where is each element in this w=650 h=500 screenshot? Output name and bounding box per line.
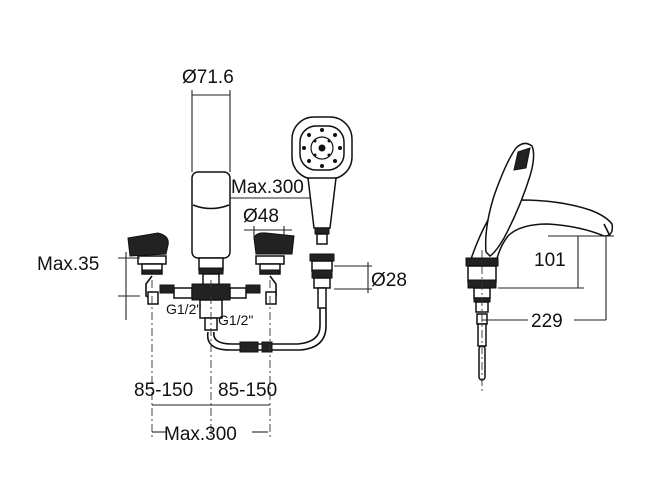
max-height-label: Max.300: [231, 177, 304, 198]
thread-left-label: G1/2": [166, 301, 201, 317]
hose-diameter-dimension: Ø28: [334, 262, 407, 293]
spacing-left-label: 85-150: [134, 380, 193, 401]
spout-reach-dimension: 229: [482, 236, 607, 332]
spout-reach-label: 229: [531, 311, 563, 332]
spout-height-label: 101: [534, 250, 566, 271]
spacing-right-label: 85-150: [218, 380, 277, 401]
max-deck-label: Max.35: [37, 254, 99, 275]
right-handle: [253, 232, 295, 275]
max-width-label: Max.300: [164, 424, 237, 445]
thread-right-label: G1/2": [218, 312, 253, 328]
handle-diameter-dimension: Ø48: [243, 206, 292, 238]
left-handle: [127, 232, 169, 275]
max-height-dimension: Max.300: [230, 177, 318, 199]
spout-height-dimension: 101: [498, 235, 614, 289]
shower-hose: [206, 308, 327, 353]
spout-diameter-label: Ø71.6: [182, 67, 234, 88]
hand-shower: [291, 116, 353, 245]
side-view-handshower: [484, 142, 535, 257]
max-deck-dimension: Max.35: [37, 252, 140, 320]
handle-diameter-label: Ø48: [243, 206, 279, 227]
deck-fittings: [145, 275, 277, 331]
spout-diameter-dimension: Ø71.6: [182, 67, 234, 172]
max-width-dimension: Max.300: [152, 424, 268, 445]
spacing-dimension: 85-150 85-150: [134, 380, 277, 406]
hose-diameter-label: Ø28: [371, 270, 407, 291]
spout-body: [191, 171, 231, 287]
shower-holder: [309, 253, 335, 309]
